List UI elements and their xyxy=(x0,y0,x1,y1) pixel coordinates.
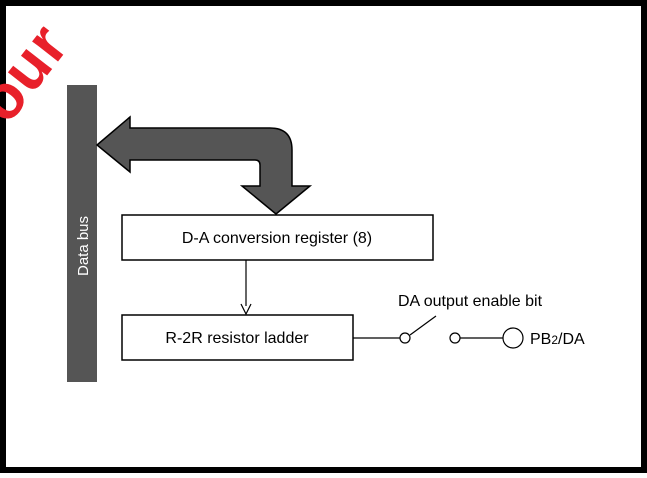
register-to-ladder-arrowhead xyxy=(240,303,252,316)
resistor-ladder-label: R-2R resistor ladder xyxy=(165,330,309,347)
pin-label-main: PB xyxy=(530,331,551,348)
pin-label-suffix: /DA xyxy=(558,331,585,348)
switch-contact-right xyxy=(449,332,461,344)
pin-label: PB2/DA xyxy=(530,331,585,348)
pin-label-subscript: 2 xyxy=(551,333,558,347)
resistor-ladder-box xyxy=(121,314,354,361)
enable-bit-label: DA output enable bit xyxy=(398,293,543,310)
bus-transfer-arrow xyxy=(95,115,313,215)
data-bus-label: Data bus xyxy=(75,216,92,276)
switch-contact-left xyxy=(399,332,411,344)
da-register-label: D-A conversion register (8) xyxy=(182,230,372,247)
data-bus-bar xyxy=(67,85,97,382)
output-pin-icon xyxy=(502,327,524,349)
switch-blade xyxy=(409,315,437,336)
da-register-box xyxy=(121,214,434,261)
